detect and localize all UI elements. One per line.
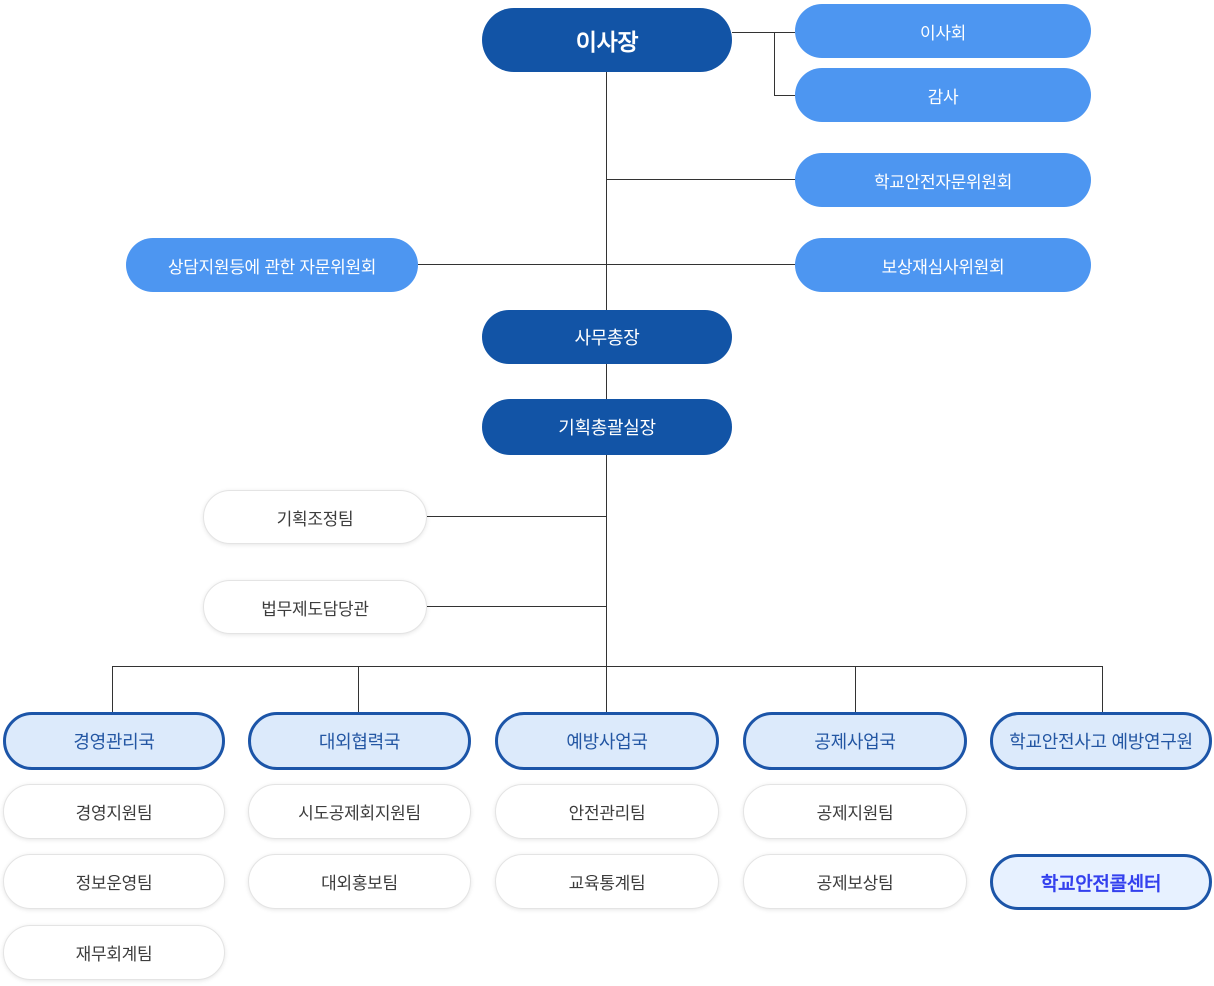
node-dept-management: 경영관리국 [3, 712, 225, 770]
node-school-safety-advisory: 학교안전자문위원회 [795, 153, 1091, 207]
node-team-pr: 대외홍보팀 [248, 854, 471, 909]
connector-auditor-stub [774, 95, 795, 96]
node-counseling-advisory: 상담지원등에 관한 자문위원회 [126, 238, 418, 292]
node-team-management-support: 경영지원팀 [3, 784, 225, 839]
connector-departments-horizontal [112, 666, 1103, 667]
connector-chairman-board [732, 32, 795, 33]
node-chairman: 이사장 [482, 8, 732, 72]
node-dept-prevention: 예방사업국 [495, 712, 719, 770]
connector-planning-team [427, 516, 607, 517]
connector-drop-research [1102, 666, 1103, 712]
connector-drop-mutual-aid [855, 666, 856, 712]
connector-safety-advisory [607, 179, 795, 180]
connector-main-vertical [606, 72, 607, 666]
node-legal-officer: 법무제도담당관 [203, 580, 427, 634]
connector-legal-officer [427, 606, 607, 607]
node-team-sido-support: 시도공제회지원팀 [248, 784, 471, 839]
connector-drop-management [112, 666, 113, 712]
node-auditor: 감사 [795, 68, 1091, 122]
connector-counseling-review [418, 264, 795, 265]
connector-drop-external [358, 666, 359, 712]
node-team-finance: 재무회계팀 [3, 925, 225, 980]
node-dept-mutual-aid: 공제사업국 [743, 712, 967, 770]
node-board: 이사회 [795, 4, 1091, 58]
node-team-mutual-comp: 공제보상팀 [743, 854, 967, 909]
connector-drop-prevention [606, 666, 607, 712]
node-team-mutual-support: 공제지원팀 [743, 784, 967, 839]
node-planning-director: 기획총괄실장 [482, 399, 732, 455]
node-team-info-ops: 정보운영팀 [3, 854, 225, 909]
connector-board-auditor-branch [774, 32, 775, 96]
node-secretary-general: 사무총장 [482, 310, 732, 364]
node-team-edu-stats: 교육통계팀 [495, 854, 719, 909]
node-compensation-review: 보상재심사위원회 [795, 238, 1091, 292]
node-team-safety-mgmt: 안전관리팀 [495, 784, 719, 839]
node-planning-team: 기획조정팀 [203, 490, 427, 544]
node-dept-external: 대외협력국 [248, 712, 471, 770]
node-call-center: 학교안전콜센터 [990, 854, 1212, 910]
node-research-institute: 학교안전사고 예방연구원 [990, 712, 1212, 770]
